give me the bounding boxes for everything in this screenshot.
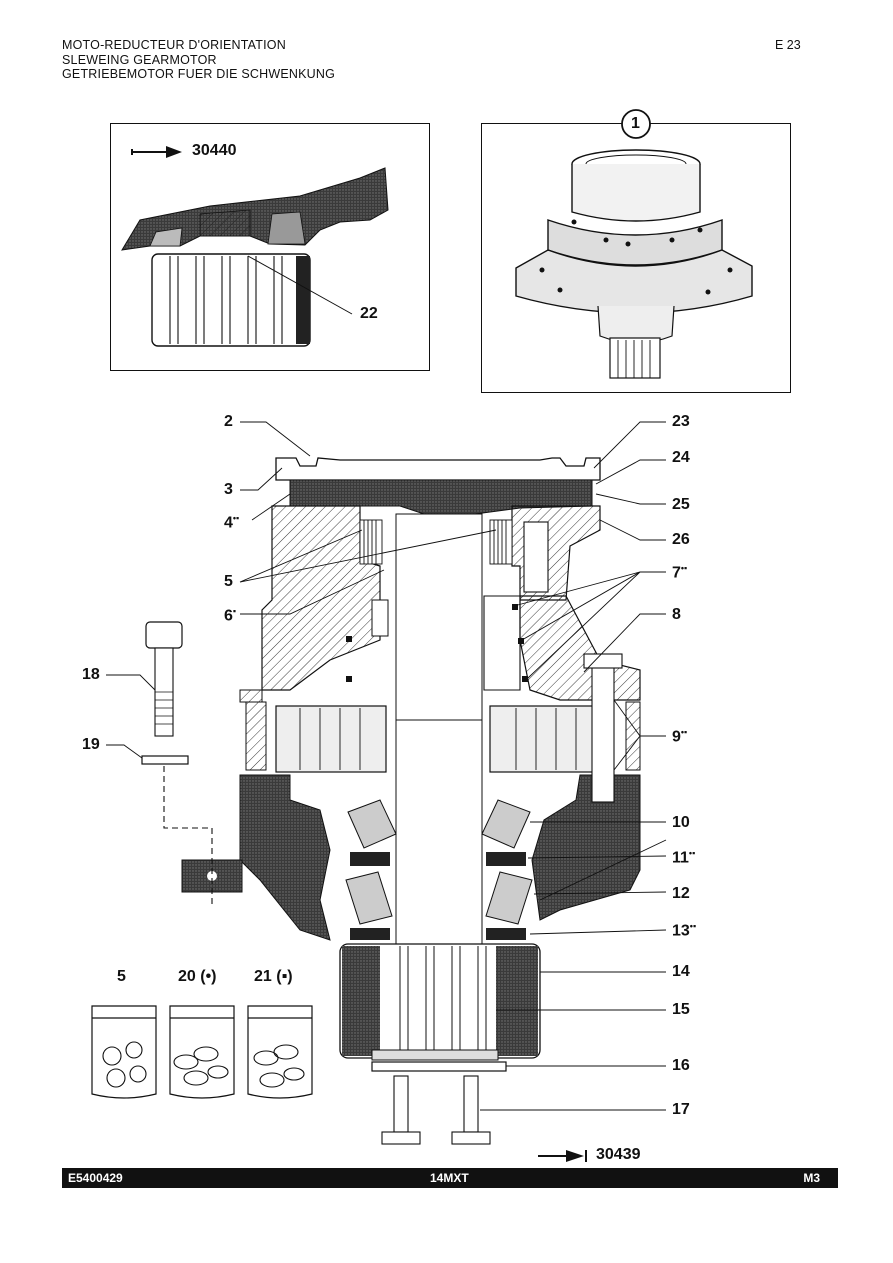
detail-reference-number: 30440 [192, 142, 237, 159]
bottom-arrow-icon [538, 1150, 587, 1162]
label-14: 14 [672, 963, 690, 980]
label-15: 15 [672, 1001, 690, 1018]
label-26: 26 [672, 531, 690, 548]
label-7: 7•▪ [672, 563, 688, 582]
title-fr: MOTO-REDUCTEUR D'ORIENTATION [62, 38, 286, 52]
label-11: 11•▪ [672, 848, 696, 867]
kit-label-21: 21 (▪) [254, 968, 293, 985]
label-6: 6▪ [224, 606, 237, 625]
label-2: 2 [224, 413, 233, 430]
bottom-reference-number: 30439 [596, 1146, 641, 1163]
label-16: 16 [672, 1057, 690, 1074]
kit-label-5: 5 [117, 968, 126, 985]
footer-bar: E5400429 14MXT M3 [62, 1168, 838, 1188]
label-4: 4•▪ [224, 513, 240, 532]
label-13: 13•▪ [672, 921, 697, 940]
label-22: 22 [360, 305, 378, 322]
footer-model: 14MXT [430, 1171, 469, 1185]
kit-label-20: 20 (•) [178, 968, 217, 985]
label-12: 12 [672, 885, 690, 902]
document-title: MOTO-REDUCTEUR D'ORIENTATION SLEWEING GE… [62, 38, 335, 82]
page-reference: E 23 [775, 38, 801, 52]
title-de: GETRIEBEMOTOR FUER DIE SCHWENKUNG [62, 67, 336, 81]
label-9: 9•▪ [672, 727, 688, 746]
label-18: 18 [82, 666, 100, 683]
label-17: 17 [672, 1101, 690, 1118]
label-3: 3 [224, 481, 233, 498]
title-en: SLEWEING GEARMOTOR [62, 52, 217, 67]
label-10: 10 [672, 814, 690, 831]
footer-document-code: E5400429 [68, 1171, 123, 1185]
label-19: 19 [82, 736, 100, 753]
label-23: 23 [672, 413, 690, 430]
callout-1: 1 [631, 115, 640, 132]
label-24: 24 [672, 449, 690, 466]
label-5: 5 [224, 573, 233, 590]
footer-section: M3 [803, 1171, 820, 1185]
label-25: 25 [672, 496, 690, 513]
label-8: 8 [672, 606, 681, 623]
detail-arrow-icon [131, 146, 182, 158]
